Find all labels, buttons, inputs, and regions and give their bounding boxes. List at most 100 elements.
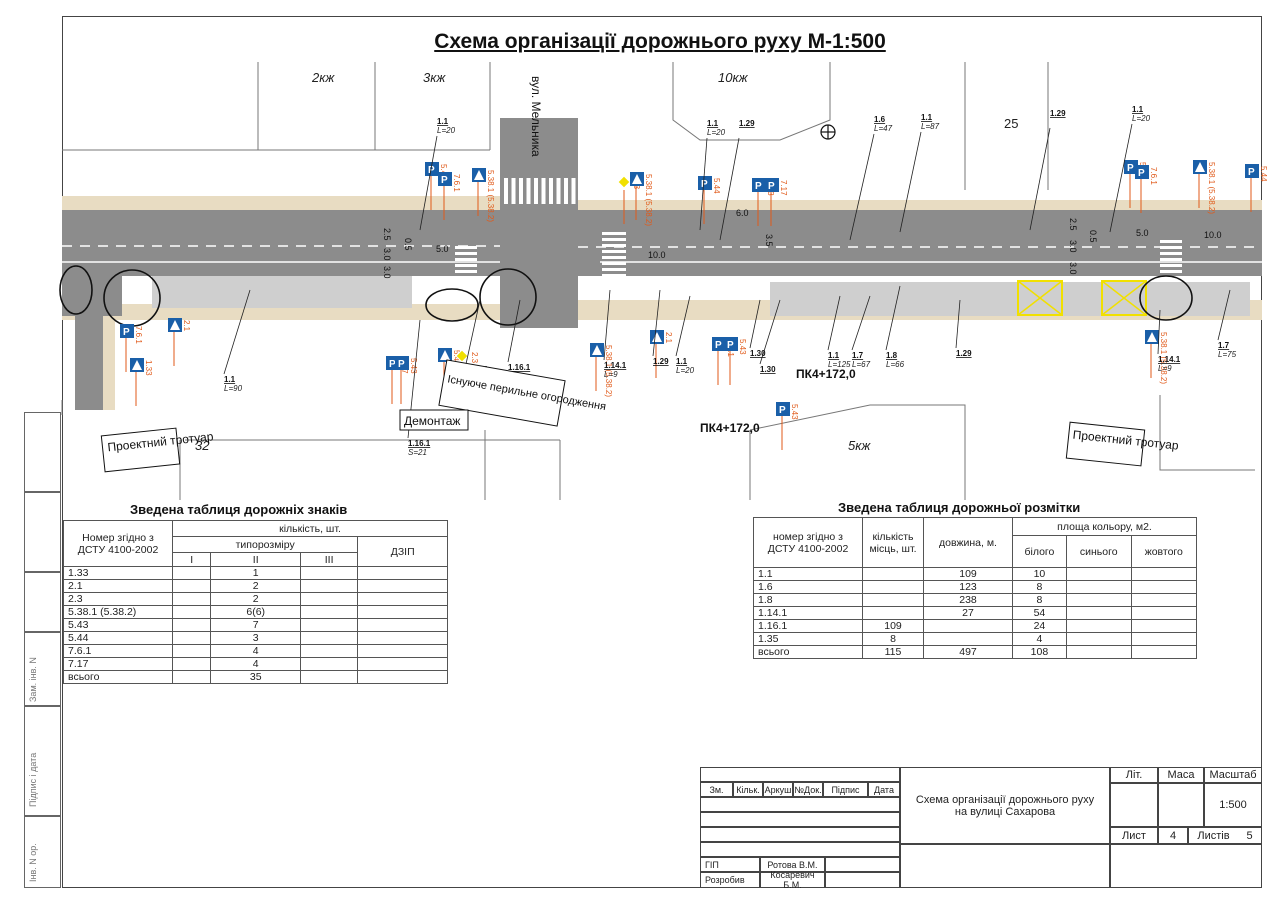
sign-number: 2.3	[63, 592, 173, 606]
col-I: I	[171, 552, 212, 567]
marking-label: 1.8L=66	[886, 351, 905, 369]
marking-value: L=47	[874, 124, 893, 133]
stamp-h-ndok: №Док.	[793, 782, 823, 797]
marking-label: 1.1L=20	[437, 117, 456, 135]
marking-value: L=87	[921, 122, 940, 131]
marking-total-label: всього	[753, 645, 863, 659]
marking-label: 1.1L=20	[1132, 105, 1151, 123]
dimension-label: 0.5	[1088, 230, 1098, 243]
stamp-project-name: Схема організації дорожнього руху на вул…	[900, 767, 1110, 844]
stamp-h-arkush: Аркуш	[763, 782, 793, 797]
sign-code: 5.38.1 (5.38.2)	[644, 174, 653, 226]
marking-code: 1.7	[1218, 341, 1230, 350]
sign-qty-ii: 6(6)	[210, 605, 301, 619]
dimension-label: 5.0	[436, 244, 449, 254]
marking-places	[862, 580, 924, 594]
marking-number: 1.35	[753, 632, 863, 646]
marking-code: 1.16.1	[508, 363, 531, 372]
marking-table-title: Зведена таблиця дорожньої розмітки	[838, 500, 1081, 515]
callout-proj-sidewalk-right: Проектний тротуар	[1065, 421, 1180, 467]
svg-text:P: P	[398, 359, 405, 370]
side-label-pidpys: Підпис і дата	[28, 752, 38, 807]
stamp-h-zm: Зм.	[700, 782, 733, 797]
stamp-gip-name: Ротова В.М.	[760, 857, 825, 872]
dimension-label: 0.5	[403, 238, 413, 251]
marking-total-white: 108	[1012, 645, 1067, 659]
dimension-label: 3.0	[1068, 240, 1078, 253]
stamp-dev-role: Розробив	[700, 872, 760, 888]
road-sign: 5.38.1 (5.38.2)	[590, 343, 613, 397]
stamp-h-masa: Маса	[1158, 767, 1204, 783]
marking-white: 8	[1012, 593, 1067, 607]
col-II: II	[210, 552, 301, 567]
marking-white: 54	[1012, 606, 1067, 620]
sign-qty-ii: 2	[210, 579, 301, 593]
marking-label: 1.1L=90	[224, 375, 243, 393]
dimension-label: 6.0	[736, 208, 749, 218]
marking-code: 1.14.1	[604, 361, 627, 370]
side-strip: Зам. інв. N Підпис і дата Інв. N ор.	[24, 412, 61, 888]
col-blue: синього	[1065, 535, 1132, 568]
dimension-label: 5.0	[1136, 228, 1149, 238]
sign-number: 2.1	[63, 579, 173, 593]
marking-code: 1.29	[739, 119, 755, 128]
svg-text:P: P	[1248, 167, 1255, 178]
marking-places	[862, 606, 924, 620]
drawing-frame	[62, 16, 1262, 888]
side-label-zam: Зам. інв. N	[28, 657, 38, 702]
marking-label: 1.1L=20	[707, 119, 726, 137]
sign-number: 5.38.1 (5.38.2)	[63, 605, 173, 619]
callout-dismantle: Демонтаж	[399, 409, 469, 431]
sign-code: 5.38.1 (5.38.2)	[604, 345, 613, 397]
marking-label: 1.29	[1050, 109, 1066, 118]
block-label: 3кж	[423, 70, 446, 85]
marking-value: L=125	[828, 360, 851, 369]
block-label: 25	[1004, 116, 1018, 131]
sign-qty-ii: 4	[210, 644, 301, 658]
sign-code: 2.1	[664, 332, 673, 344]
leader-lines	[223, 123, 1231, 439]
marking-code: 1.29	[1050, 109, 1066, 118]
lane-markings	[62, 245, 1262, 263]
marking-label: 1.30	[750, 349, 766, 358]
marking-white: 10	[1012, 567, 1067, 581]
marking-label: 1.14.1L=9	[1158, 355, 1181, 373]
dimension-label: 3.5	[764, 234, 774, 247]
sign-code: 2.3	[470, 352, 479, 364]
svg-text:P: P	[755, 181, 762, 192]
marking-value: L=90	[224, 384, 243, 393]
crosswalks	[455, 178, 1182, 283]
stamp-h-lystiv: Листів	[1197, 829, 1230, 842]
marking-value: L=20	[1132, 114, 1151, 123]
marking-length: 109	[923, 567, 1013, 581]
marking-label: 1.30	[760, 365, 776, 374]
stamp-dev-name: Косаревич Б.М.	[760, 870, 825, 890]
marking-number: 1.16.1	[753, 619, 863, 633]
crosswalk	[504, 178, 576, 204]
svg-text:P: P	[768, 181, 775, 192]
sign-qty-ii: 1	[210, 566, 301, 580]
marking-code: 1.14.1	[1158, 355, 1181, 364]
marking-length	[923, 619, 1013, 633]
marking-code: 1.1	[676, 357, 688, 366]
stamp-h-mashtab: Масштаб	[1204, 767, 1262, 783]
table-row: 5.38.1 (5.38.2) 6(6)	[63, 605, 448, 619]
marking-value: L=75	[1218, 350, 1237, 359]
road-sign: 5.38.1 (5.38.2)	[1193, 160, 1216, 214]
sign-qty-ii: 3	[210, 631, 301, 645]
stamp-h-kilk: Кільк.	[733, 782, 763, 797]
marking-places	[862, 593, 924, 607]
sign-code: 5.38.1 (5.38.2)	[1207, 162, 1216, 214]
marking-label: 1.14.1L=9	[604, 361, 627, 379]
picket-label: ПК4+172,0	[700, 421, 760, 435]
